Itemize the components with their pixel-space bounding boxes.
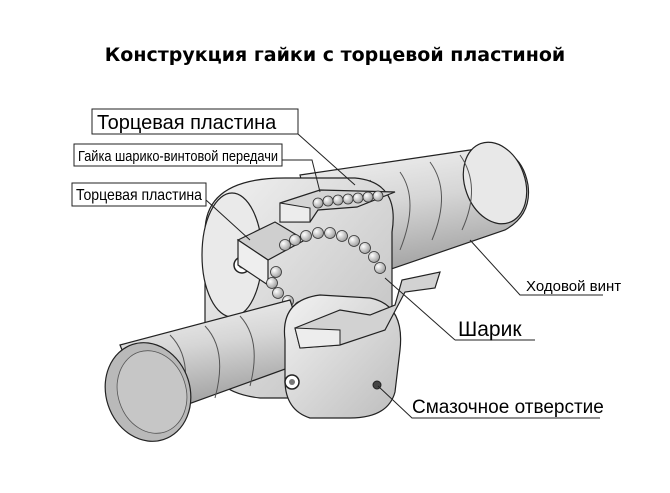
- svg-text:Смазочное отверстие: Смазочное отверстие: [412, 397, 604, 418]
- svg-text:Торцевая пластина: Торцевая пластина: [97, 112, 277, 134]
- svg-text:Ходовой винт: Ходовой винт: [526, 278, 621, 295]
- svg-text:Шарик: Шарик: [458, 318, 522, 341]
- lead-screw-front: [104, 299, 311, 442]
- label-ball-nut: Гайка шарико-винтовой передачи: [73, 143, 321, 193]
- label-lube-hole: Смазочное отверстие: [377, 385, 604, 419]
- label-end-plate-left: Торцевая пластина: [71, 182, 251, 241]
- end-plate-bottom: [294, 271, 441, 349]
- label-lead-screw: Ходовой винт: [469, 239, 621, 296]
- svg-text:Торцевая пластина: Торцевая пластина: [76, 187, 202, 204]
- label-ball: Шарик: [384, 277, 535, 341]
- label-end-plate-top: Торцевая пластина: [91, 108, 356, 186]
- svg-text:Гайка шарико-винтовой передачи: Гайка шарико-винтовой передачи: [78, 148, 278, 165]
- diagram-title: Конструкция гайки с торцевой пластиной: [104, 44, 566, 66]
